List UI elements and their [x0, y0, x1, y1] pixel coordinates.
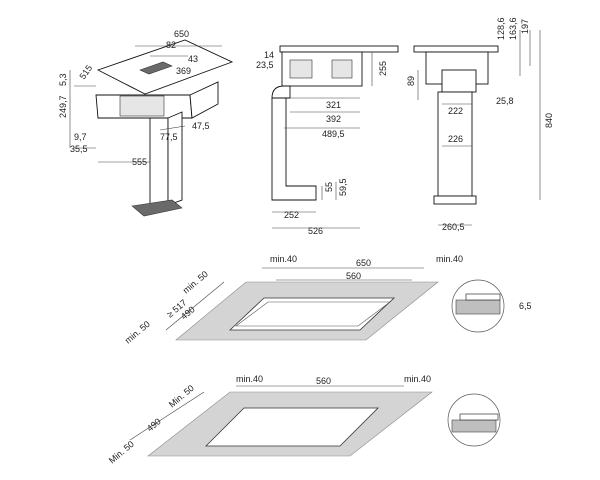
dim-25-8: 25,8 [496, 96, 514, 106]
dim-43: 43 [188, 54, 198, 64]
side-outlet [331, 59, 353, 79]
hob-isometric-view [69, 39, 234, 217]
vent-grille [139, 61, 173, 75]
dim-line-mid-depth [165, 281, 225, 331]
dim-9-7: 9,7 [74, 132, 87, 142]
dim-555: 555 [132, 157, 147, 167]
cutout-flush-view [165, 267, 439, 341]
dim-840: 840 [544, 113, 554, 128]
dim-5-3: 5,3 [58, 73, 68, 86]
side-top-plate [279, 45, 399, 53]
dim-35-5: 35,5 [70, 144, 88, 154]
dim-47-5: 47,5 [192, 121, 210, 131]
dim-226: 226 [448, 134, 463, 144]
front-duct-head [441, 69, 477, 93]
bot-min-back: Min. 50 [167, 383, 196, 410]
side-duct [271, 97, 317, 201]
mid-min-front: min. 50 [123, 319, 152, 346]
cutout-standard [205, 407, 379, 447]
bot-min-left: min.40 [236, 374, 263, 384]
dim-650: 650 [174, 29, 189, 39]
dim-249-7: 249,7 [58, 95, 68, 118]
dim-77-5: 77,5 [160, 132, 178, 142]
dim-321: 321 [326, 100, 341, 110]
dim-222: 222 [448, 106, 463, 116]
duct-foot [131, 199, 183, 217]
mid-min-right: min.40 [436, 254, 463, 264]
dim-526: 526 [308, 226, 323, 236]
dim-line-47 [159, 125, 186, 131]
dim-line-bot-depth [129, 391, 205, 441]
dim-515: 515 [77, 63, 94, 81]
dim-14: 14 [264, 50, 274, 60]
dim-163-6: 163,6 [508, 17, 518, 40]
mid-650: 650 [356, 258, 371, 268]
side-inlet [289, 59, 313, 79]
detail-standard [447, 393, 501, 447]
front-top-plate [413, 45, 499, 53]
dim-82: 82 [166, 40, 176, 50]
front-duct-foot [433, 195, 477, 205]
cutout-standard-view [129, 385, 433, 457]
cutout-flush [228, 297, 396, 331]
dim-23-5: 23,5 [256, 60, 274, 70]
dim-89: 89 [406, 76, 416, 86]
hob-front-view [413, 30, 541, 226]
hob-side-view [271, 45, 399, 229]
dim-55: 55 [324, 182, 334, 192]
detail-flush [451, 279, 505, 333]
dim-128-6: 128,6 [496, 17, 506, 40]
detail-6-5: 6,5 [519, 301, 532, 311]
side-duct-bend [271, 85, 291, 99]
dim-260-5: 260,5 [442, 222, 465, 232]
mid-min-back: min. 50 [181, 269, 210, 296]
dim-252: 252 [284, 210, 299, 220]
cutout-inner-rim [235, 301, 391, 327]
bot-560: 560 [316, 376, 331, 386]
hob-body-side [189, 81, 219, 119]
bot-min-front: Min. 50 [107, 439, 136, 466]
dim-59-5: 59,5 [338, 178, 348, 196]
bot-490: 490 [145, 416, 163, 433]
mid-560: 560 [346, 271, 361, 281]
dim-392: 392 [326, 114, 341, 124]
dim-255: 255 [378, 61, 388, 76]
dim-197: 197 [520, 19, 530, 34]
mid-min-left: min.40 [270, 254, 297, 264]
dim-489-5: 489,5 [322, 129, 345, 139]
dim-369: 369 [176, 66, 191, 76]
front-duct [437, 91, 473, 197]
motor-box [119, 95, 165, 117]
bot-min-right: min.40 [404, 374, 431, 384]
duct-side [167, 111, 183, 206]
